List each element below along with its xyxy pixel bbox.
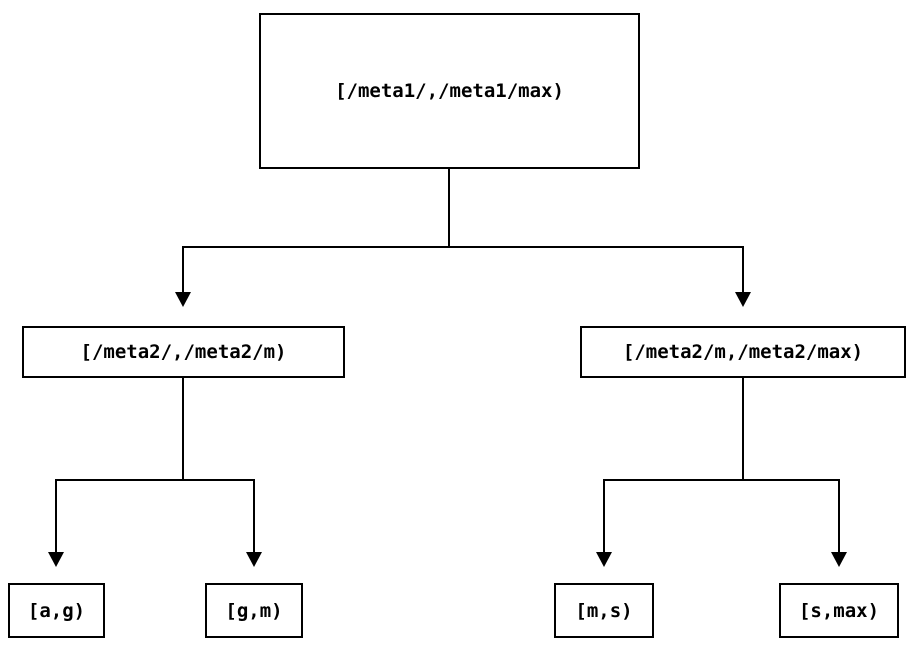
tree-node-leaf-gm-label: [g,m): [225, 599, 283, 622]
tree-node-leaf-ag: [a,g): [8, 583, 105, 638]
tree-node-leaf-ms: [m,s): [554, 583, 654, 638]
tree-node-leaf-gm: [g,m): [205, 583, 303, 638]
arrowhead-to-leaf-ms-icon: [596, 552, 612, 567]
arrowhead-to-midleft-icon: [175, 292, 191, 307]
tree-node-root: [/meta1/,/meta1/max): [259, 13, 640, 169]
arrowhead-to-leaf-gm-icon: [246, 552, 262, 567]
arrowhead-to-leaf-ag-icon: [48, 552, 64, 567]
tree-node-root-label: [/meta1/,/meta1/max): [335, 80, 564, 102]
tree-node-mid-left: [/meta2/,/meta2/m): [22, 326, 345, 378]
tree-node-mid-right: [/meta2/m,/meta2/max): [580, 326, 906, 378]
edge-midright-split: [603, 479, 840, 552]
tree-node-leaf-smax: [s,max): [779, 583, 899, 638]
tree-node-leaf-ms-label: [m,s): [575, 599, 633, 622]
edge-root-split: [182, 246, 744, 292]
tree-node-leaf-smax-label: [s,max): [798, 599, 880, 622]
arrowhead-to-midright-icon: [735, 292, 751, 307]
arrowhead-to-leaf-smax-icon: [831, 552, 847, 567]
tree-node-leaf-ag-label: [a,g): [27, 599, 86, 622]
tree-node-mid-left-label: [/meta2/,/meta2/m): [80, 341, 287, 363]
tree-node-mid-right-label: [/meta2/m,/meta2/max): [622, 341, 864, 363]
edge-midleft-split: [55, 479, 255, 552]
